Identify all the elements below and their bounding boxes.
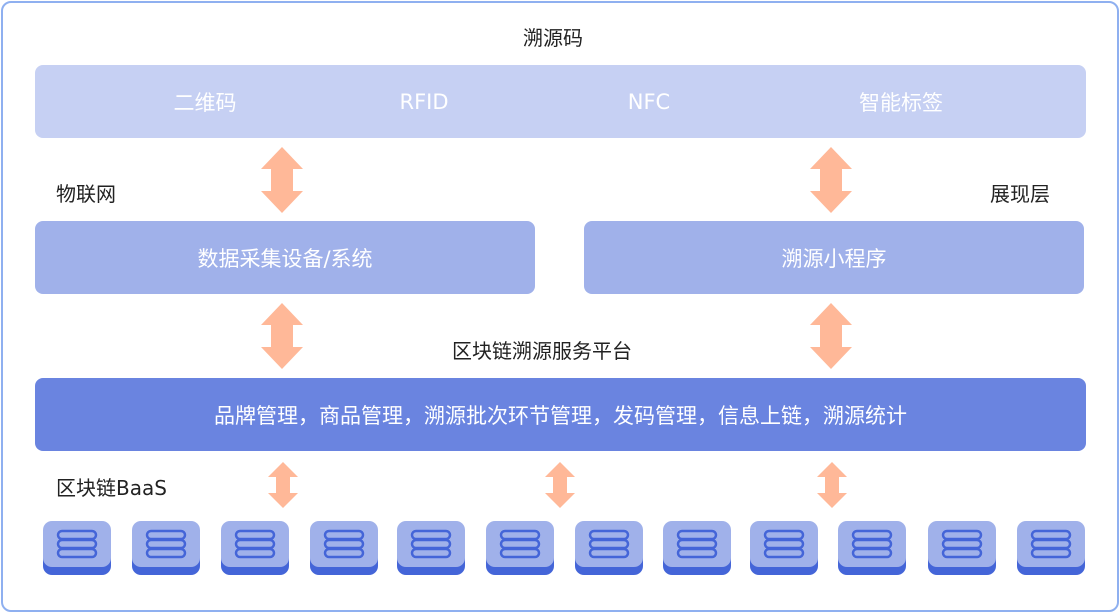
database-server-icon [928, 521, 996, 575]
code-type-nfc: NFC [627, 89, 671, 114]
double-arrow-icon [810, 303, 852, 369]
database-server-icon [663, 521, 731, 575]
double-arrow-icon [810, 147, 852, 213]
data-collection-text: 数据采集设备/系统 [197, 246, 373, 271]
mini-program-box: 溯源小程序 [584, 221, 1084, 294]
platform-label: 区块链溯源服务平台 [452, 339, 632, 363]
code-type-rfid: RFID [399, 89, 449, 114]
platform-features-box: 品牌管理，商品管理，溯源批次环节管理，发码管理，信息上链，溯源统计 [35, 378, 1086, 451]
blockchain-node [486, 521, 554, 575]
mini-program-text: 溯源小程序 [781, 246, 887, 271]
double-arrow-icon [261, 147, 303, 213]
presentation-layer-label: 展现层 [990, 182, 1050, 206]
database-server-icon [750, 521, 818, 575]
blockchain-node [838, 521, 906, 575]
double-arrow-icon [817, 462, 847, 508]
blockchain-node [663, 521, 731, 575]
code-type-qr: 二维码 [173, 90, 237, 115]
blockchain-node [132, 521, 200, 575]
database-server-icon [132, 521, 200, 575]
blockchain-node [221, 521, 289, 575]
database-server-icon [838, 521, 906, 575]
data-collection-box: 数据采集设备/系统 [35, 221, 535, 294]
database-server-icon [221, 521, 289, 575]
code-type-smart-label: 智能标签 [859, 90, 943, 115]
database-server-icon [43, 521, 111, 575]
baas-label: 区块链BaaS [56, 476, 167, 500]
blockchain-node [310, 521, 378, 575]
database-server-icon [486, 521, 554, 575]
blockchain-node [928, 521, 996, 575]
double-arrow-icon [261, 303, 303, 369]
iot-label: 物联网 [56, 182, 116, 206]
blockchain-node [397, 521, 465, 575]
database-server-icon [397, 521, 465, 575]
double-arrow-icon [545, 462, 575, 508]
blockchain-node [575, 521, 643, 575]
database-server-icon [310, 521, 378, 575]
blockchain-node [750, 521, 818, 575]
double-arrow-icon [268, 462, 298, 508]
trace-code-types-box: 二维码 RFID NFC 智能标签 [35, 65, 1086, 138]
platform-features-text: 品牌管理，商品管理，溯源批次环节管理，发码管理，信息上链，溯源统计 [214, 403, 907, 428]
database-server-icon [575, 521, 643, 575]
blockchain-node [1017, 521, 1085, 575]
blockchain-node [43, 521, 111, 575]
database-server-icon [1017, 521, 1085, 575]
diagram-title: 溯源码 [523, 26, 583, 50]
